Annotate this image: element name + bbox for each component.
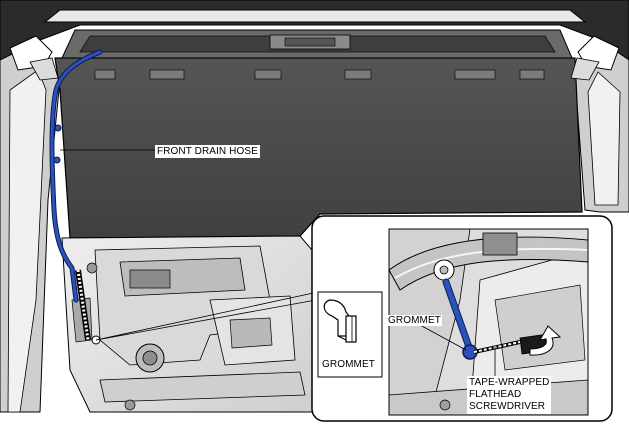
screwdriver-label-line-2: FLATHEAD [469, 389, 522, 400]
front-drain-hose-label: FRONT DRAIN HOSE [155, 145, 260, 158]
screwdriver-label-line-3: SCREWDRIVER [469, 401, 546, 412]
roof-panel [9, 29, 620, 239]
grommet-part-label: GROMMET [321, 359, 376, 370]
screwdriver-label-line-1: TAPE-WRAPPED [469, 377, 550, 388]
lower-body-structure [61, 235, 313, 413]
grommet-callout-leaders [95, 291, 319, 341]
screwdriver-label: TAPE-WRAPPED FLATHEAD SCREWDRIVER [467, 376, 552, 414]
inset-label-leaders [419, 324, 496, 376]
grommet-detail-label: GROMMET [387, 315, 442, 326]
grommet-part-icon [323, 299, 357, 343]
rotate-direction-arrow-icon [529, 325, 562, 356]
